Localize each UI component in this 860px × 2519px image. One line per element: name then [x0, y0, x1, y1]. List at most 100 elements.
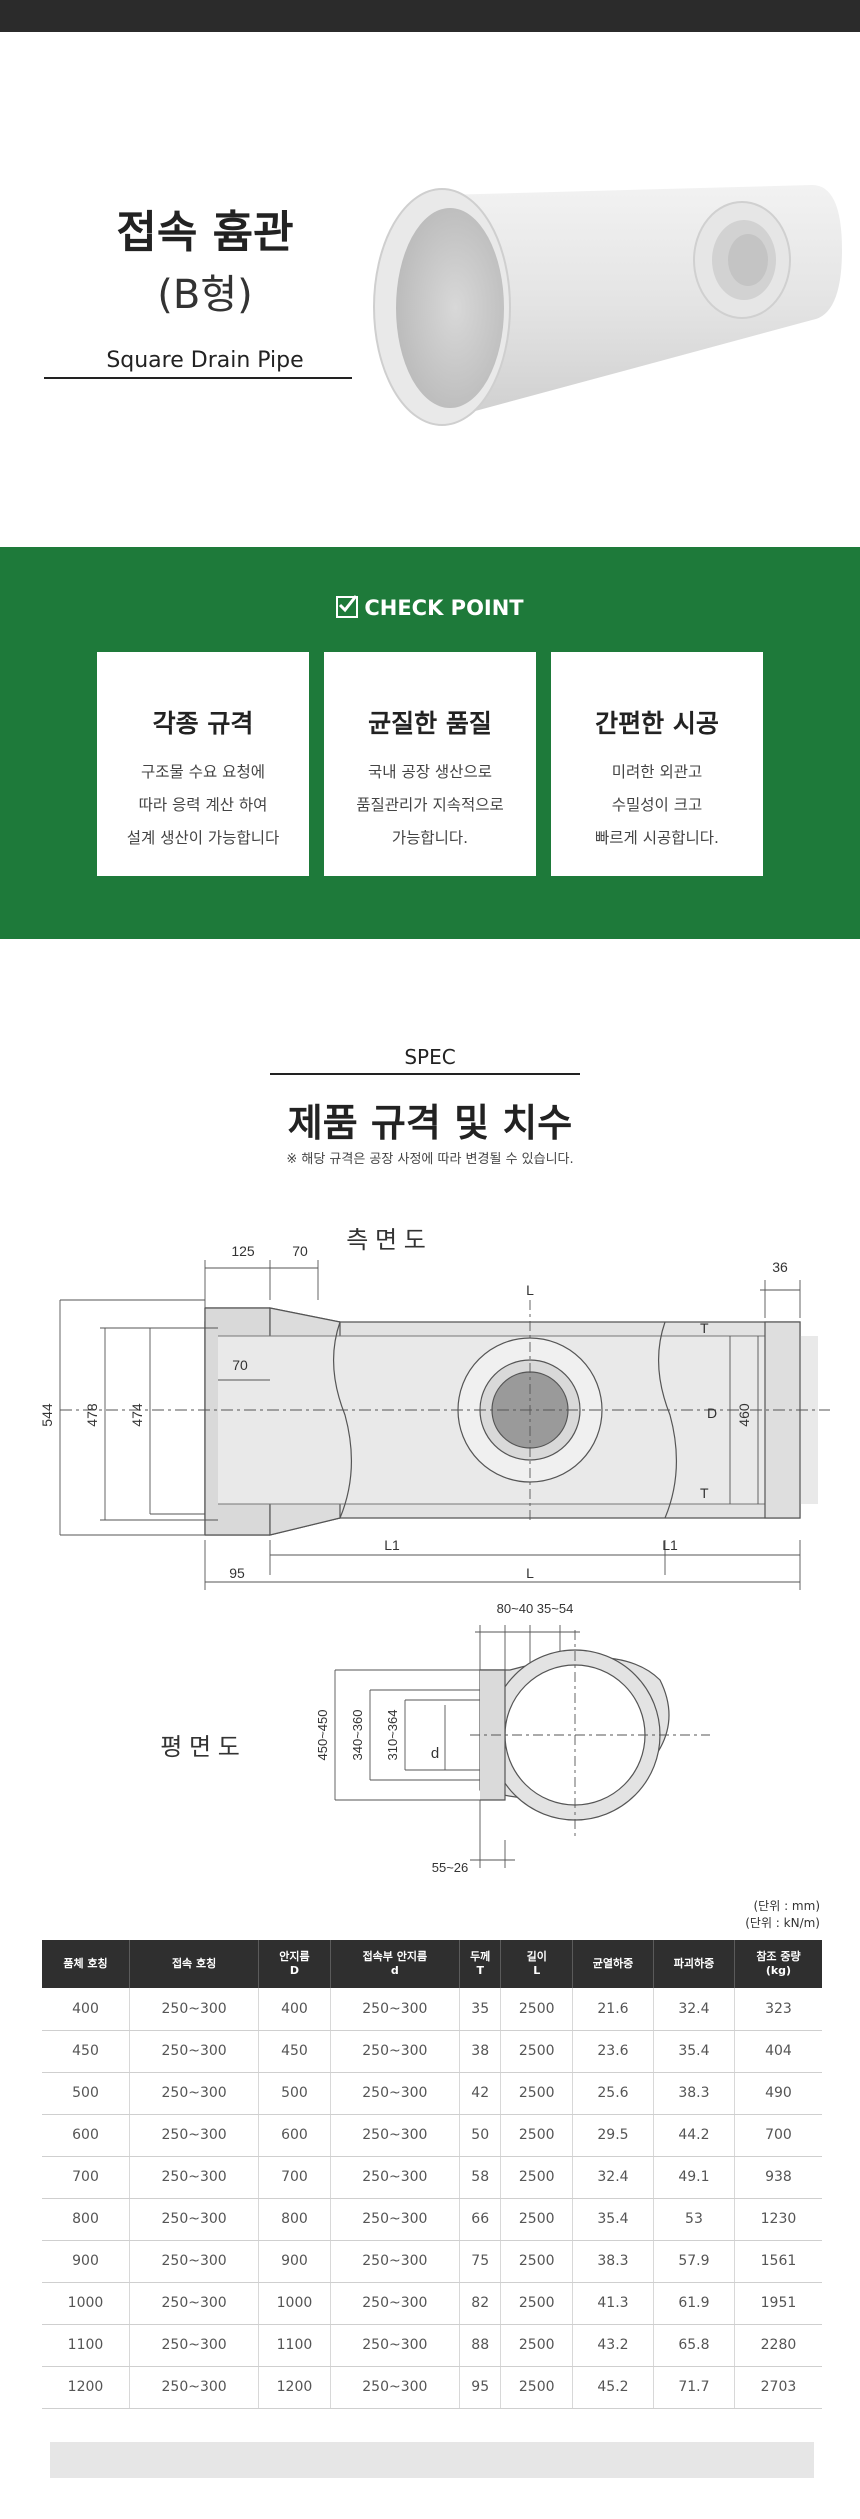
- check-point-title: CHECK POINT: [364, 596, 524, 620]
- units-note: (단위 : mm) (단위 : kN/m): [745, 1899, 820, 1930]
- table-cell: 250~300: [129, 2114, 260, 2157]
- table-cell: 250~300: [330, 1988, 460, 2031]
- table-cell: 250~300: [129, 2030, 260, 2073]
- label-t-top: T: [700, 1320, 709, 1336]
- table-cell: 250~300: [129, 2072, 260, 2115]
- table-cell: 75: [459, 2240, 502, 2283]
- spec-underline: [270, 1073, 580, 1075]
- dim-460: 460: [736, 1403, 752, 1427]
- table-cell: 323: [734, 1988, 822, 2031]
- table-cell: 250~300: [129, 2240, 260, 2283]
- dim-474: 474: [129, 1403, 145, 1427]
- table-cell: 38.3: [572, 2240, 654, 2283]
- table-cell: 41.3: [572, 2282, 654, 2325]
- table-cell: 43.2: [572, 2324, 654, 2367]
- table-cell: 25.6: [572, 2072, 654, 2115]
- table-cell: 65.8: [653, 2324, 735, 2367]
- dim-70-top: 70: [292, 1243, 308, 1259]
- spec-title: 제품 규격 및 치수: [287, 1101, 573, 1145]
- table-cell: 1000: [42, 2282, 130, 2325]
- top-bar: [0, 0, 860, 32]
- dim-55-26: 55~26: [432, 1860, 469, 1875]
- table-cell: 250~300: [129, 1988, 260, 2031]
- dim-95: 95: [229, 1565, 245, 1581]
- table-cell: 600: [258, 2114, 331, 2157]
- table-cell: 50: [459, 2114, 502, 2157]
- table-cell: 1561: [734, 2240, 822, 2283]
- table-cell: 38.3: [653, 2072, 735, 2115]
- dim-478: 478: [84, 1403, 100, 1427]
- table-cell: 45.2: [572, 2366, 654, 2409]
- table-cell: 49.1: [653, 2156, 735, 2199]
- table-cell: 35: [459, 1988, 502, 2031]
- table-cell: 35.4: [572, 2198, 654, 2241]
- feature-card: 균질한 품질 국내 공장 생산으로 품질관리가 지속적으로 가능합니다.: [324, 652, 536, 876]
- table-cell: 450: [42, 2030, 130, 2073]
- table-cell: 1100: [42, 2324, 130, 2367]
- dim-36: 36: [772, 1259, 788, 1275]
- table-cell: 2500: [500, 2114, 573, 2157]
- table-cell: 900: [258, 2240, 331, 2283]
- table-cell: 250~300: [129, 2282, 260, 2325]
- feature-description: 국내 공장 생산으로 품질관리가 지속적으로 가능합니다.: [356, 763, 504, 847]
- table-cell: 1100: [258, 2324, 331, 2367]
- table-cell: 2500: [500, 2198, 573, 2241]
- table-cell: 2500: [500, 2324, 573, 2367]
- table-header-cell: 품체 호칭: [42, 1940, 130, 1988]
- dim-plan-top: 80~40 35~54: [497, 1601, 574, 1616]
- product-english-name: Square Drain Pipe: [106, 348, 304, 373]
- plan-view-title: 평 면 도: [160, 1734, 240, 1761]
- table-cell: 1200: [258, 2366, 331, 2409]
- checkbox-icon: [336, 595, 359, 618]
- table-cell: 800: [42, 2198, 130, 2241]
- technical-drawing: 측 면 도 125 70 36 70 544 478 474 T T D 460…: [39, 1227, 830, 1875]
- table-cell: 1951: [734, 2282, 822, 2325]
- dim-310-364: 310~364: [385, 1710, 400, 1761]
- table-header-cell: 파괴하중: [653, 1940, 735, 1988]
- feature-title: 간편한 시공: [595, 709, 719, 738]
- table-cell: 2280: [734, 2324, 822, 2367]
- table-cell: 32.4: [572, 2156, 654, 2199]
- product-title: 접속 흄관: [116, 207, 294, 258]
- table-cell: 700: [734, 2114, 822, 2157]
- table-cell: 38: [459, 2030, 502, 2073]
- footer-bar: [50, 2442, 814, 2478]
- table-cell: 66: [459, 2198, 502, 2241]
- table-cell: 44.2: [653, 2114, 735, 2157]
- feature-description: 구조물 수요 요청에 따라 응력 계산 하여 설계 생산이 가능합니다: [126, 763, 280, 847]
- table-cell: 2500: [500, 2030, 573, 2073]
- table-cell: 450: [258, 2030, 331, 2073]
- table-cell: 2500: [500, 2282, 573, 2325]
- table-cell: 1000: [258, 2282, 331, 2325]
- table-cell: 2500: [500, 2366, 573, 2409]
- table-cell: 2703: [734, 2366, 822, 2409]
- table-cell: 2500: [500, 2072, 573, 2115]
- spec-label: SPEC: [404, 1045, 456, 1069]
- table-cell: 1200: [42, 2366, 130, 2409]
- center-mark: L: [526, 1282, 534, 1298]
- label-d-small: d: [431, 1745, 439, 1762]
- table-cell: 250~300: [330, 2282, 460, 2325]
- table-cell: 23.6: [572, 2030, 654, 2073]
- table-cell: 250~300: [330, 2114, 460, 2157]
- label-l1-right: L1: [662, 1537, 678, 1553]
- table-cell: 250~300: [129, 2366, 260, 2409]
- dim-544: 544: [39, 1403, 55, 1427]
- feature-description: 미려한 외관고 수밀성이 크고 빠르게 시공합니다.: [595, 763, 719, 847]
- table-cell: 42: [459, 2072, 502, 2115]
- table-cell: 250~300: [129, 2198, 260, 2241]
- feature-title: 각종 규격: [152, 709, 254, 738]
- table-cell: 900: [42, 2240, 130, 2283]
- table-cell: 250~300: [330, 2366, 460, 2409]
- table-cell: 250~300: [330, 2324, 460, 2367]
- table-cell: 21.6: [572, 1988, 654, 2031]
